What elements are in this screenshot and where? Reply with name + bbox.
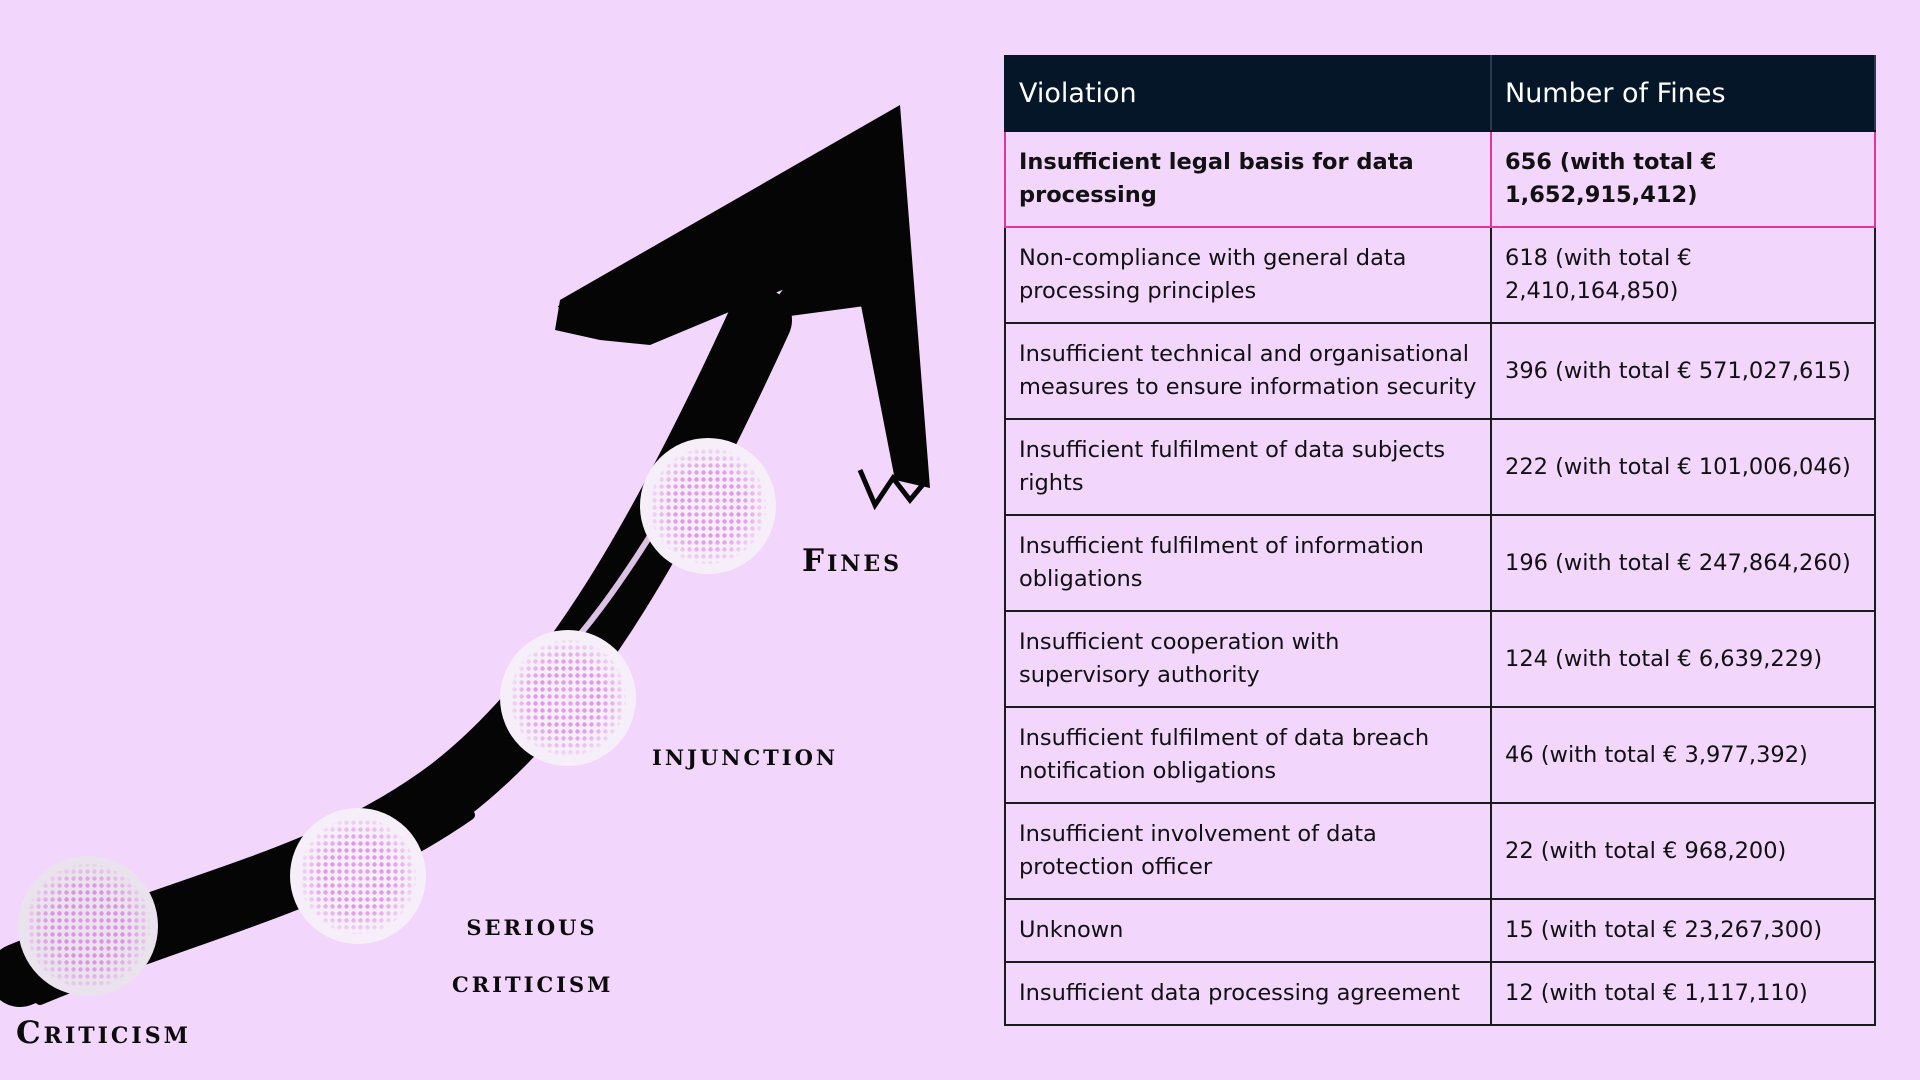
stage-label-serious-line2: criticism [452, 965, 614, 1000]
violations-table: Violation Number of Fines Insufficient l… [1004, 55, 1876, 1026]
halftone-dots [0, 0, 960, 1080]
table-row: Insufficient technical and organisationa… [1004, 322, 1876, 420]
stage-label-criticism: Criticism [16, 1015, 191, 1051]
fines-cell: 656 (with total € 1,652,915,412) [1490, 130, 1876, 228]
violation-cell: Non-compliance with general data process… [1004, 226, 1492, 324]
stage-label-serious-criticism: serious criticism [452, 897, 612, 1011]
table-row: Non-compliance with general data process… [1004, 226, 1876, 324]
stage-label-injunction: injunction [652, 738, 839, 773]
violation-cell: Insufficient cooperation with supervisor… [1004, 610, 1492, 708]
fines-cell: 12 (with total € 1,117,110) [1490, 961, 1876, 1026]
violation-cell: Insufficient data processing agreement [1004, 961, 1492, 1026]
violation-cell: Insufficient fulfilment of information o… [1004, 514, 1492, 612]
violation-cell: Insufficient legal basis for data proces… [1004, 130, 1492, 228]
fines-cell: 396 (with total € 571,027,615) [1490, 322, 1876, 420]
table-row: Insufficient data processing agreement 1… [1004, 961, 1876, 1026]
violation-cell: Insufficient involvement of data protect… [1004, 802, 1492, 900]
stage-label-serious-line1: serious [466, 908, 598, 943]
fines-cell: 222 (with total € 101,006,046) [1490, 418, 1876, 516]
table-row: Insufficient involvement of data protect… [1004, 802, 1876, 900]
fines-cell: 124 (with total € 6,639,229) [1490, 610, 1876, 708]
violation-cell: Insufficient technical and organisationa… [1004, 322, 1492, 420]
fines-cell: 46 (with total € 3,977,392) [1490, 706, 1876, 804]
table-row: Insufficient fulfilment of data subjects… [1004, 418, 1876, 516]
fines-cell: 618 (with total € 2,410,164,850) [1490, 226, 1876, 324]
table-row: Insufficient fulfilment of data breach n… [1004, 706, 1876, 804]
violation-cell: Unknown [1004, 898, 1492, 963]
header-number-of-fines: Number of Fines [1490, 55, 1876, 132]
fines-cell: 15 (with total € 23,267,300) [1490, 898, 1876, 963]
table-row: Insufficient legal basis for data proces… [1004, 130, 1876, 228]
fines-cell: 196 (with total € 247,864,260) [1490, 514, 1876, 612]
header-violation: Violation [1004, 55, 1492, 132]
table-row: Unknown 15 (with total € 23,267,300) [1004, 898, 1876, 963]
table-header-row: Violation Number of Fines [1004, 55, 1876, 132]
stage-label-fines: Fines [802, 543, 903, 579]
table-row: Insufficient fulfilment of information o… [1004, 514, 1876, 612]
violation-cell: Insufficient fulfilment of data breach n… [1004, 706, 1492, 804]
violation-cell: Insufficient fulfilment of data subjects… [1004, 418, 1492, 516]
fines-cell: 22 (with total € 968,200) [1490, 802, 1876, 900]
table-row: Insufficient cooperation with supervisor… [1004, 610, 1876, 708]
escalation-arrow-illustration [0, 0, 960, 1080]
